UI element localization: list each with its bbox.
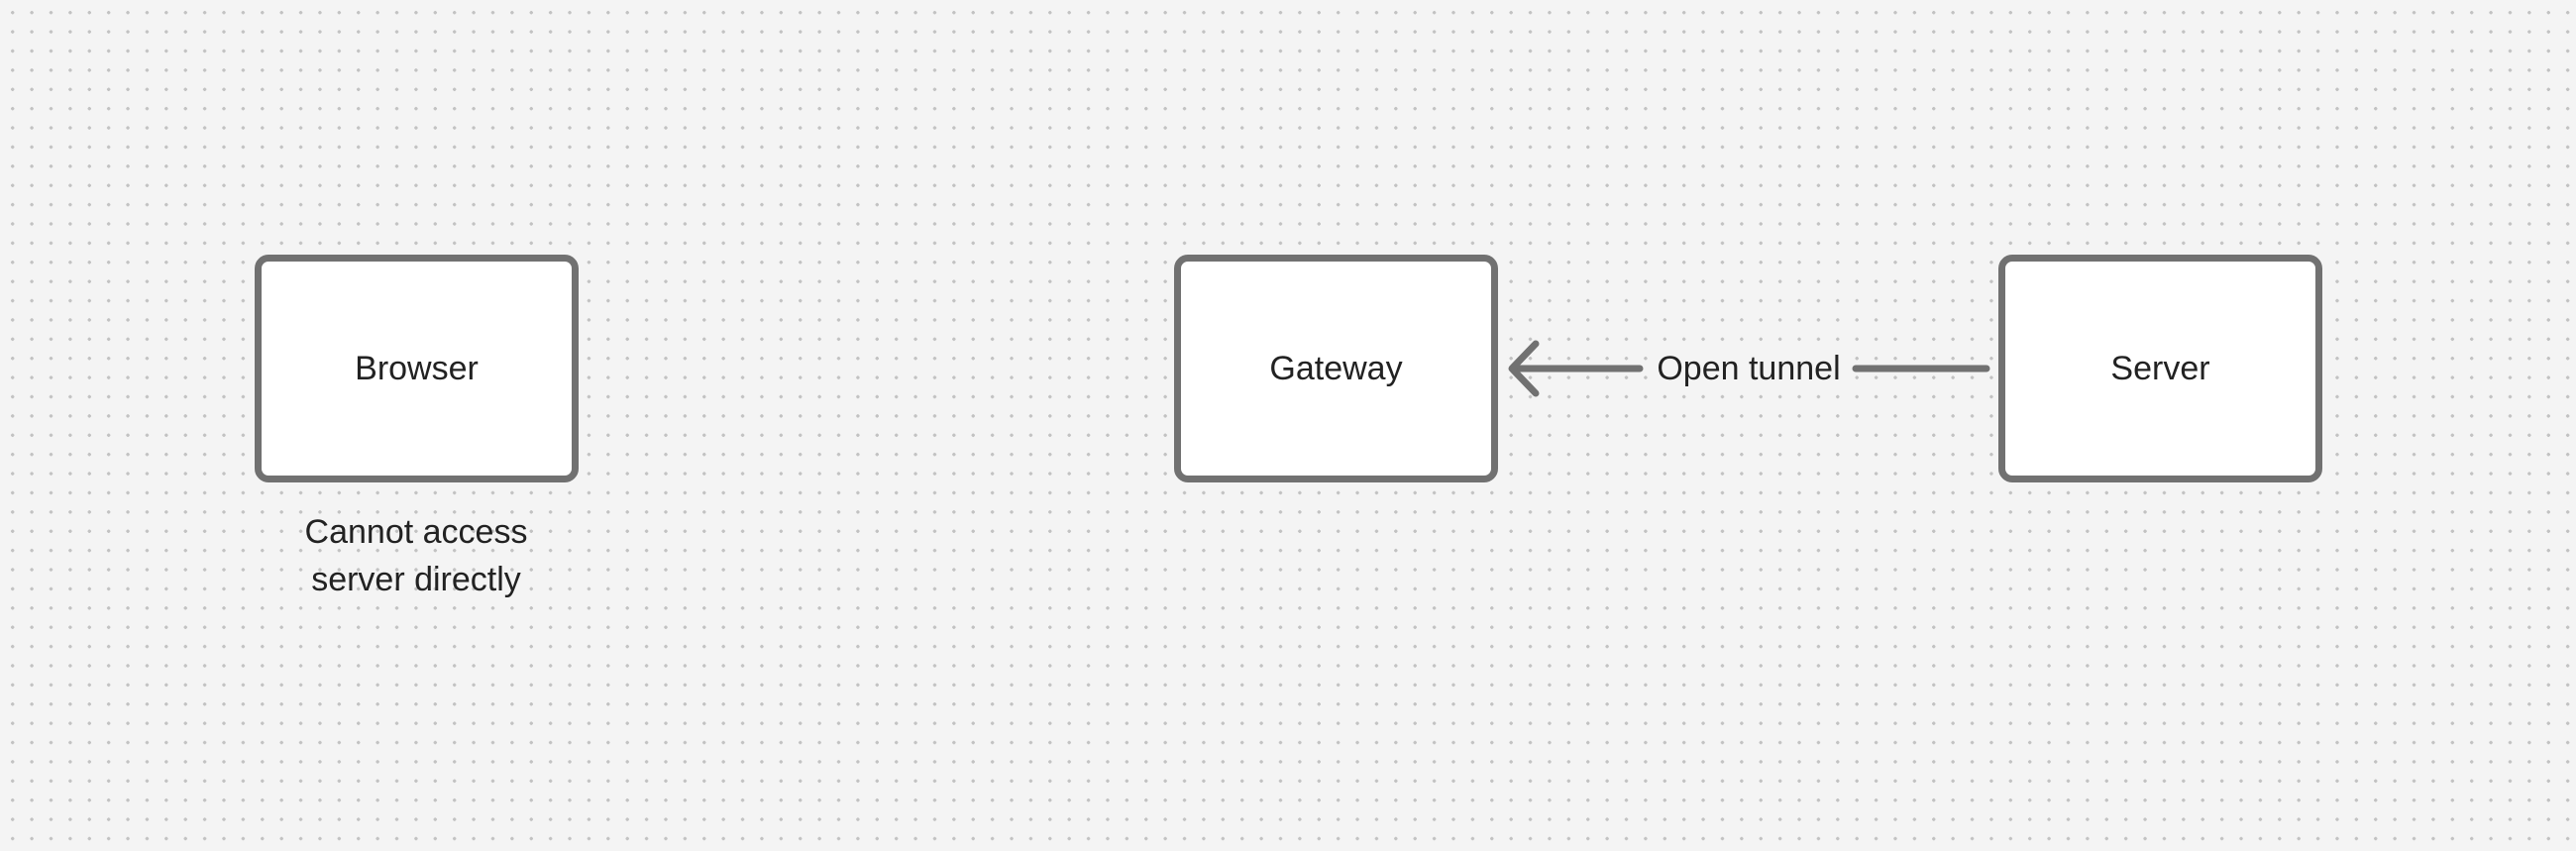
browser-note: Cannot access server directly bbox=[253, 508, 580, 603]
browser-node[interactable]: Browser bbox=[255, 255, 579, 482]
browser-note-line-1: Cannot access bbox=[304, 513, 528, 551]
gateway-node-label: Gateway bbox=[1269, 349, 1403, 387]
gateway-node[interactable]: Gateway bbox=[1174, 255, 1498, 482]
server-node[interactable]: Server bbox=[1998, 255, 2322, 482]
browser-note-line-2: server directly bbox=[311, 561, 521, 598]
tunnel-arrowhead-icon bbox=[1508, 340, 1540, 397]
browser-node-label: Browser bbox=[355, 349, 479, 387]
tunnel-edge-label: Open tunnel bbox=[1650, 347, 1848, 390]
server-node-label: Server bbox=[2110, 349, 2210, 387]
